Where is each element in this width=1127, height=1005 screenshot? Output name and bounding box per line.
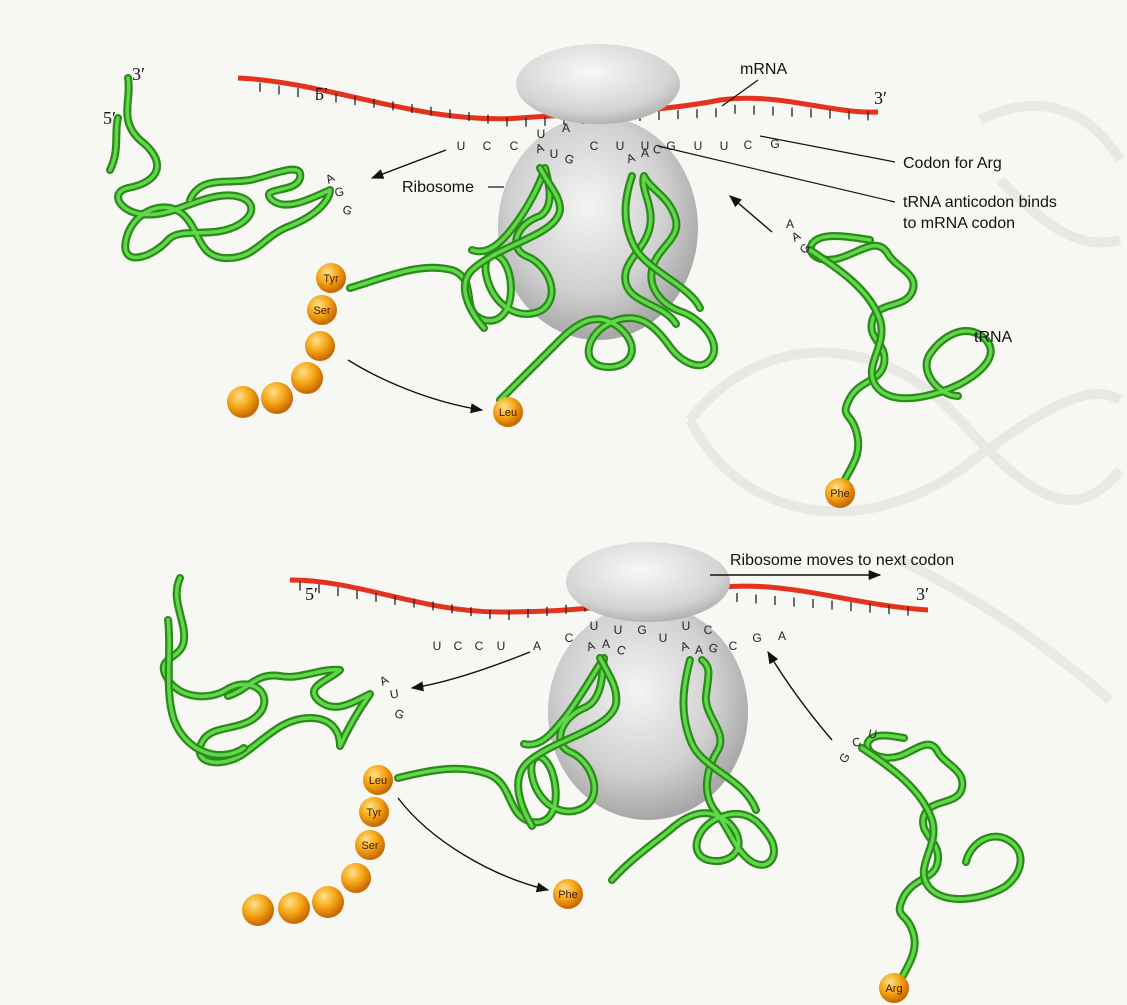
mrna-base: G <box>770 137 779 151</box>
bottom-amino-ser-label: Ser <box>361 840 378 852</box>
top-amino-tyr-label: Tyr <box>323 273 339 285</box>
mrna-base: G <box>637 623 646 637</box>
anticodon-base: A <box>323 170 337 186</box>
move-label: Ribosome moves to next codon <box>730 552 954 569</box>
top-incoming-arrow <box>730 196 772 232</box>
bottom-amino-arg-label: Arg <box>885 983 902 995</box>
bottom-amino-leu-label: Leu <box>369 775 387 787</box>
top-mrna-3prime: 3′ <box>874 88 887 108</box>
mrna-base: U <box>590 619 599 633</box>
bottom-incoming-arrow <box>768 652 832 740</box>
bottom-mrna-5prime: 5′ <box>305 584 318 604</box>
top-incoming-trna <box>810 236 991 490</box>
bottom-incoming-trna <box>862 736 1021 991</box>
mrna-base: U <box>694 139 703 153</box>
mrna-base: C <box>744 138 753 152</box>
mrna-base: C <box>704 623 713 637</box>
mrna-base: U <box>457 139 466 153</box>
anticodon-base: G <box>333 184 345 199</box>
top-peptide-arrow <box>348 360 482 410</box>
top-amino-leu-label: Leu <box>499 407 517 419</box>
top-amino-ser-label: Ser <box>313 305 330 317</box>
mrna-base: C <box>590 139 599 153</box>
bottom-amino-tyr-label: Tyr <box>366 807 382 819</box>
top-exit-arrow <box>372 150 446 178</box>
anticodon-base: C <box>850 734 863 750</box>
anticodon-base: A <box>641 146 649 160</box>
anticodon-label-line2: to mRNA codon <box>903 215 1015 232</box>
anticodon-leader <box>658 146 895 202</box>
anticodon-base: G <box>836 750 853 765</box>
mrna-base: U <box>616 139 625 153</box>
codon-for-arg-label: Codon for Arg <box>903 155 1002 172</box>
mrna-base: U <box>720 139 729 153</box>
anticodon-base: A <box>695 643 703 657</box>
bottom-ribosome-small-subunit <box>566 542 730 622</box>
anticodon-label-line1: tRNA anticodon binds <box>903 194 1057 211</box>
top-trna-3prime: 3′ <box>132 64 145 84</box>
mrna-base: U <box>433 639 442 653</box>
bottom-mrna-3prime: 3′ <box>916 584 929 604</box>
mrna-base: C <box>729 639 738 653</box>
mrna-base: U <box>614 623 623 637</box>
top-ribosome-small-subunit <box>516 44 680 124</box>
mrna-base: G <box>666 139 675 153</box>
bottom-exit-arrow <box>412 652 530 688</box>
mrna-base: U <box>682 619 691 633</box>
top-trna-5prime: 5′ <box>103 108 116 128</box>
mrna-base: A <box>533 639 541 653</box>
mrna-base: A <box>562 121 570 135</box>
anticodon-base: U <box>389 686 400 701</box>
top-panel: Ser Tyr Leu Phe 3′ 5′ 5′ 3′ mRNA Ribosom… <box>0 0 1057 508</box>
mrna-base: G <box>752 631 761 645</box>
anticodon-base: U <box>550 147 559 161</box>
anticodon-base: G <box>341 202 355 218</box>
top-amino-phe-label: Phe <box>830 488 850 500</box>
mrna-base: A <box>0 0 4 3</box>
anticodon-base: G <box>393 706 407 722</box>
top-mrna-5prime: 5′ <box>315 84 328 104</box>
mrna-base: C <box>565 631 574 645</box>
mrna-base: U <box>659 631 668 645</box>
bottom-amino-chain: Ser Tyr Leu Phe Arg <box>242 765 909 1003</box>
ribosome-label: Ribosome <box>402 179 474 196</box>
mrna-leader <box>722 80 758 106</box>
bottom-amino-phe-label: Phe <box>558 889 578 901</box>
mrna-base: C <box>475 639 484 653</box>
mrna-base: A <box>778 629 786 643</box>
anticodon-base: A <box>377 672 391 688</box>
bottom-left-trna <box>164 578 370 762</box>
mrna-label: mRNA <box>740 61 787 78</box>
mrna-base: C <box>510 139 519 153</box>
mrna-base: U <box>537 127 546 141</box>
mrna-base: C <box>483 139 492 153</box>
bottom-panel: Ser Tyr Leu Phe Arg 5′ 3′ Ribosome moves… <box>164 542 1021 1003</box>
anticodon-base: A <box>602 637 610 651</box>
codon-leader <box>760 136 895 162</box>
mrna-base: U <box>497 639 506 653</box>
anticodon-base: A <box>786 217 794 231</box>
top-left-trna <box>110 78 330 258</box>
mrna-base: C <box>454 639 463 653</box>
trna-label: tRNA <box>974 329 1013 346</box>
